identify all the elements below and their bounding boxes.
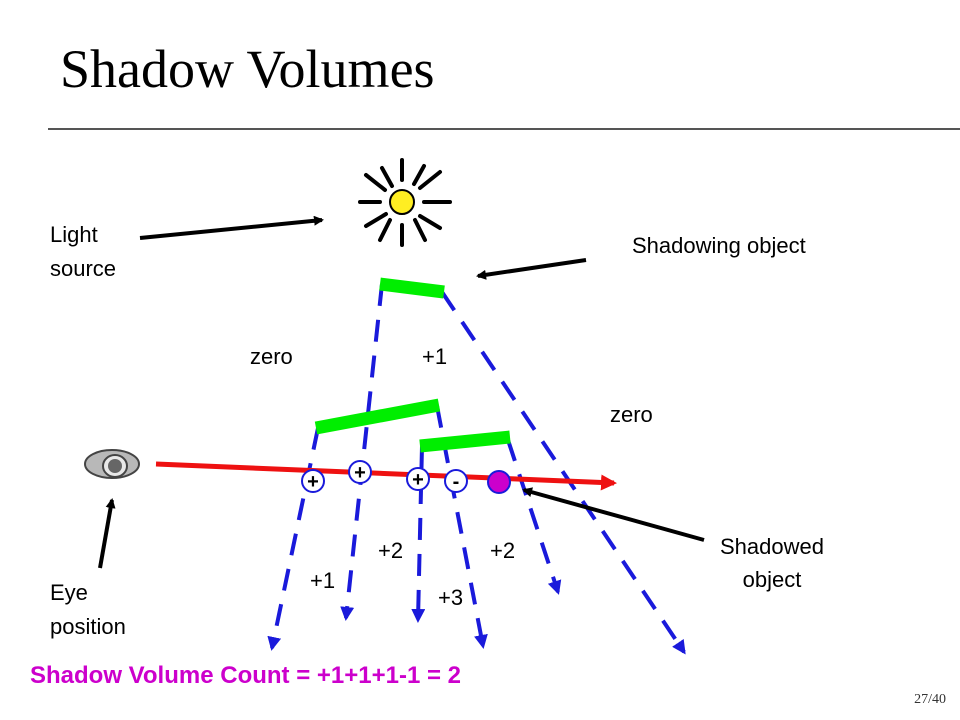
shadowed-point <box>487 470 511 494</box>
eye-position-label: Eye <box>50 580 88 605</box>
shadowed-object-label: Shadowed <box>720 534 824 559</box>
occluder-low <box>419 430 511 453</box>
volume-edge-low-left <box>411 445 426 623</box>
page-number: 27/40 <box>914 692 946 707</box>
crossing-marker: + <box>406 467 430 491</box>
occluders <box>314 277 511 453</box>
region-label-plus1-top: +1 <box>422 344 447 369</box>
shadow-volume-boundaries <box>267 283 686 655</box>
volume-edge-mid-left <box>267 427 320 651</box>
crossing-marker: - <box>444 469 468 493</box>
svg-text:+: + <box>307 471 319 493</box>
crossing-marker: + <box>301 469 325 493</box>
volume-edge-top-left <box>340 283 384 621</box>
view-ray <box>155 461 617 491</box>
shadowing-object-label: Shadowing object <box>632 233 806 258</box>
region-label-zero-left: zero <box>250 344 293 369</box>
light-source-label-2: source <box>50 256 116 281</box>
volume-edge-low-right <box>506 439 562 595</box>
svg-text:-: - <box>453 471 460 493</box>
svg-text:+: + <box>412 469 424 491</box>
region-label-plus2-right: +2 <box>490 538 515 563</box>
occluder-mid <box>314 398 441 435</box>
region-label-plus2-left: +2 <box>378 538 403 563</box>
light-source-label: Light <box>50 222 98 247</box>
shadow-volume-count: Shadow Volume Count = +1+1+1-1 = 2 <box>30 662 461 689</box>
shadowed-object-label-2: object <box>743 567 802 592</box>
shadowing-object-arrow <box>476 258 587 280</box>
title-divider <box>48 128 960 130</box>
eye-icon <box>84 449 140 479</box>
eye-position-label-2: position <box>50 614 126 639</box>
page-title: Shadow Volumes <box>60 39 435 99</box>
occluder-top <box>379 277 445 299</box>
eye-position-arrow <box>98 498 116 569</box>
shadowed-object-arrow <box>522 487 705 542</box>
region-label-plus1-bottom: +1 <box>310 568 335 593</box>
light-source-arrow <box>139 215 324 240</box>
region-label-plus3: +3 <box>438 585 463 610</box>
svg-text:+: + <box>354 462 366 484</box>
crossing-marker: + <box>348 460 372 484</box>
region-label-zero-right: zero <box>610 402 653 427</box>
volume-edge-top-right <box>440 290 686 655</box>
sun-icon <box>358 158 452 247</box>
